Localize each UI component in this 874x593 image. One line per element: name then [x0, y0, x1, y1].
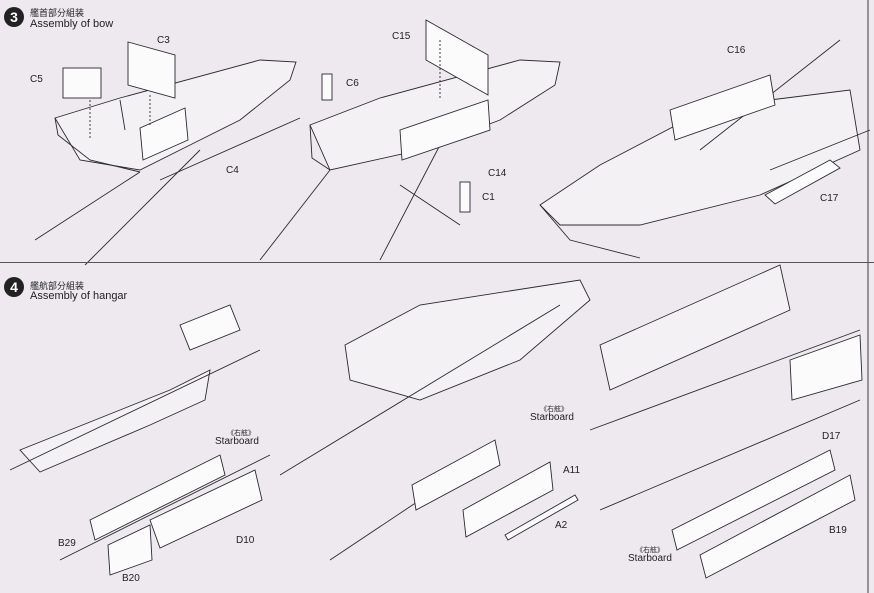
step-divider: [0, 262, 874, 263]
label-a2: A2: [555, 520, 568, 531]
label-c17: C17: [820, 193, 839, 204]
part-c1: [459, 181, 471, 213]
label-c4: C4: [226, 165, 239, 176]
hangar-hull-3: [589, 264, 863, 511]
label-starboard-cn-1: 《右舷》: [227, 429, 255, 437]
label-starboard-1: Starboard: [215, 436, 259, 447]
bow-hull-2: [259, 59, 561, 261]
label-d17: D17: [822, 431, 841, 442]
part-c16-panel: [669, 74, 776, 141]
label-starboard-cn-2: 《右舷》: [540, 405, 568, 413]
label-starboard-cn-3: 《右舷》: [636, 546, 664, 554]
part-a2-rod: [504, 494, 579, 541]
part-c14-panel: [399, 99, 491, 161]
step-3-title-en: Assembly of bow: [30, 18, 114, 30]
hangar-hull-2: [279, 279, 591, 561]
part-d17-panel: [671, 449, 836, 551]
part-c15-panel: [425, 19, 489, 96]
label-b29: B29: [58, 538, 76, 549]
label-starboard-3: Starboard: [628, 553, 672, 564]
part-starboard-panel: [411, 439, 501, 511]
bow-hull-3: [539, 39, 871, 259]
hangar-hull-1: [9, 304, 271, 561]
part-a11-panel: [462, 461, 554, 538]
part-b29-panel: [89, 454, 226, 541]
part-c3-panel: [127, 41, 176, 99]
part-c4-panel: [139, 107, 189, 161]
label-b20: B20: [122, 573, 140, 584]
label-c16: C16: [727, 45, 746, 56]
label-d10: D10: [236, 535, 255, 546]
part-d10-block: [149, 469, 263, 549]
label-c14: C14: [488, 168, 507, 179]
label-c6: C6: [346, 78, 359, 89]
part-c17: [764, 159, 841, 205]
label-starboard-2: Starboard: [530, 412, 574, 423]
part-b20-block: [107, 524, 153, 576]
step-4-number: 4: [4, 277, 24, 297]
label-c1: C1: [482, 192, 495, 203]
part-c6: [321, 73, 333, 101]
step-3-title-cn: 艦首部分組装: [30, 9, 85, 19]
label-c15: C15: [392, 31, 411, 42]
part-c5-panel: [62, 67, 102, 99]
step-4-title-cn: 艦航部分組装: [30, 282, 85, 292]
label-c3: C3: [157, 35, 170, 46]
label-a11: A11: [563, 465, 581, 476]
label-b19: B19: [829, 525, 847, 536]
step-4-title-en: Assembly of hangar: [30, 290, 128, 302]
part-b19-panel: [699, 474, 856, 579]
label-c5: C5: [30, 74, 43, 85]
step-3-number: 3: [4, 7, 24, 27]
